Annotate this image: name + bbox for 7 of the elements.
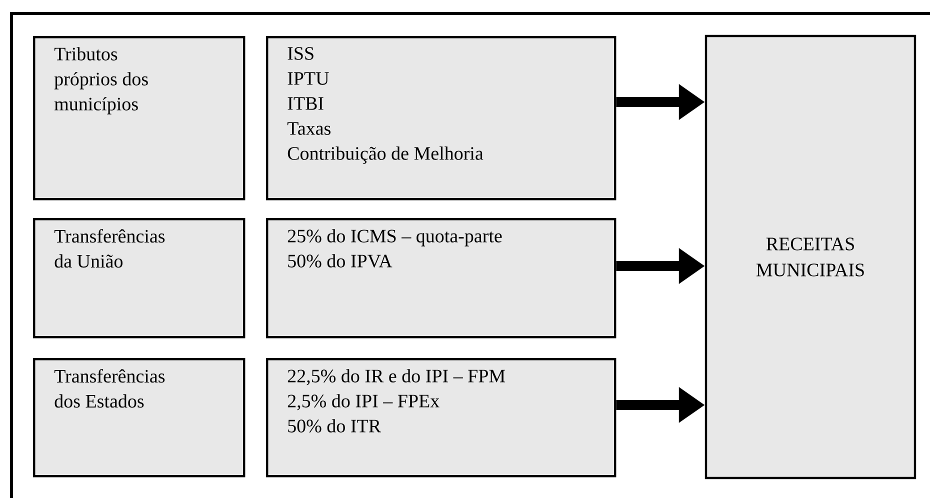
- tax-list-box: 25% do ICMS – quota-parte 50% do IPVA: [266, 218, 616, 338]
- result-box: RECEITAS MUNICIPAIS: [704, 34, 916, 480]
- tax-list-box: 22,5% do IR e do IPI – FPM 2,5% do IPI – FPEx 50% do ITR: [266, 358, 616, 478]
- category-box: Transferências da União: [33, 218, 246, 338]
- category-box: Tributos próprios dos municípios: [33, 36, 246, 200]
- tax-list-box: ISS IPTU ITBI Taxas Contribuição de Melhoria: [266, 36, 616, 200]
- category-box: Transferências dos Estados: [33, 358, 246, 478]
